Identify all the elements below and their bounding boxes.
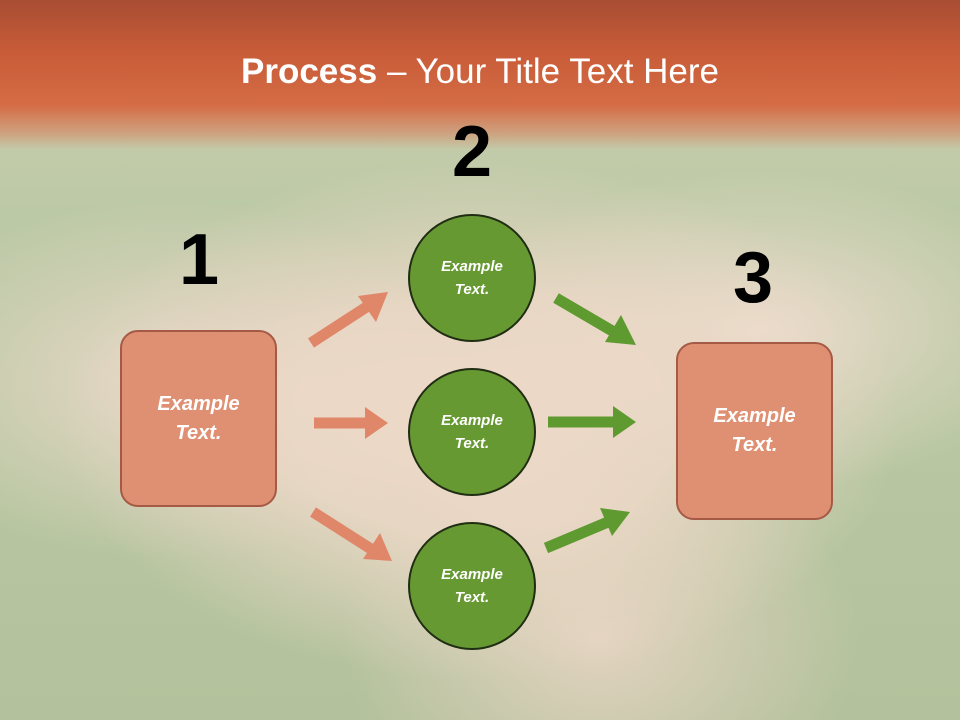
arrow-1-to-bottom-icon <box>310 507 392 561</box>
step-3-box: Example Text. <box>676 342 833 520</box>
step-3-line1: Example <box>713 405 796 427</box>
circle-middle-line2: Text. <box>454 435 490 452</box>
title-rest: – Your Title Text Here <box>377 52 719 91</box>
step-2-circle-middle: Example Text. <box>408 368 536 496</box>
slide-title: Process – Your Title Text Here <box>0 52 960 92</box>
arrow-bottom-to-3-icon <box>543 508 630 554</box>
circle-middle-line1: Example <box>441 412 503 429</box>
title-banner <box>0 0 960 150</box>
arrow-1-to-top-icon <box>308 292 388 348</box>
circle-top-line2: Text. <box>454 281 490 298</box>
title-bold: Process <box>241 52 378 91</box>
circle-bottom-line1: Example <box>441 566 503 583</box>
step-number-1: 1 <box>178 220 220 300</box>
step-number-2: 2 <box>451 112 493 192</box>
step-3-line2: Text. <box>731 434 778 456</box>
step-1-line1: Example <box>157 392 240 415</box>
arrow-middle-to-3-icon <box>548 406 636 438</box>
arrow-1-to-middle-icon <box>314 407 388 439</box>
step-2-circle-top: Example Text. <box>408 214 536 342</box>
step-1-box: Example Text. <box>120 330 277 507</box>
circle-top-line1: Example <box>441 258 503 275</box>
step-1-line2: Text. <box>175 421 222 444</box>
step-2-circle-bottom: Example Text. <box>408 522 536 650</box>
arrow-top-to-3-icon <box>553 293 636 345</box>
circle-bottom-line2: Text. <box>454 589 490 606</box>
step-number-3: 3 <box>732 238 774 318</box>
